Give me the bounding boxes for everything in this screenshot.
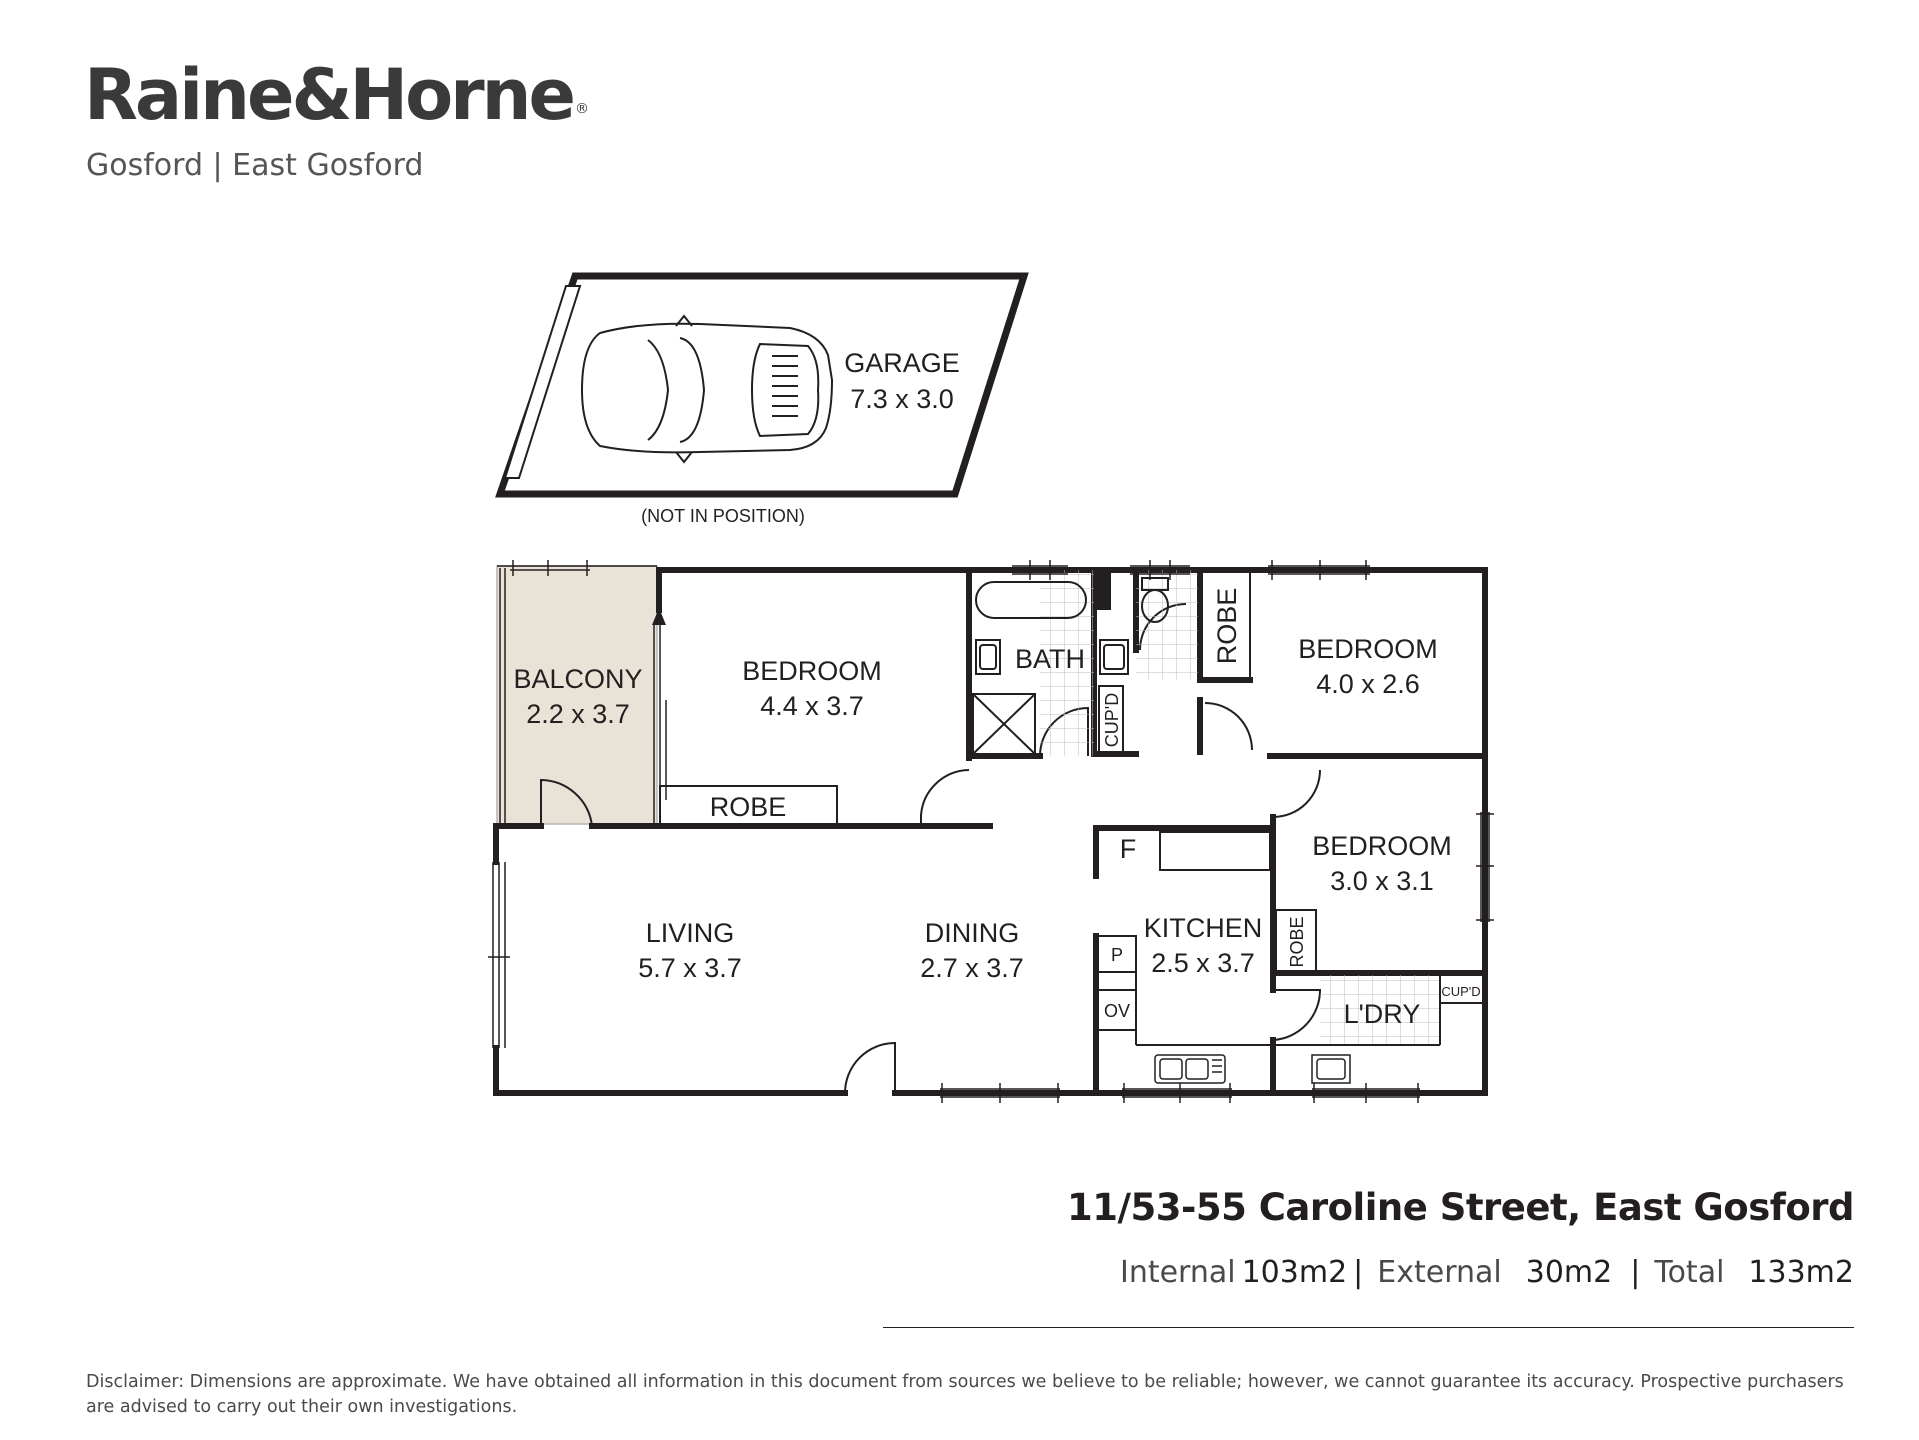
- robe-bed2: [1201, 571, 1251, 681]
- bedroom-3-window: [1476, 812, 1494, 922]
- cupd-hall: [1098, 685, 1124, 753]
- balcony-name: BALCONY: [513, 664, 642, 694]
- laundry-label: L'DRY: [1344, 999, 1421, 1029]
- kitchen-name: KITCHEN: [1144, 913, 1263, 943]
- pantry-label: P: [1111, 945, 1123, 965]
- kitchen-bench: [1159, 831, 1271, 871]
- garage: GARAGE 7.3 x 3.0 (NOT IN POSITION): [495, 272, 1029, 526]
- vanity-icon: [975, 639, 1001, 675]
- total-label: Total: [1654, 1255, 1725, 1290]
- bathtub-icon: [975, 581, 1087, 619]
- living-window: [488, 862, 510, 1048]
- bedroom-3-name: BEDROOM: [1312, 831, 1452, 861]
- arrow-icon: [652, 608, 666, 625]
- garage-door: [503, 285, 582, 479]
- bedroom-3-dims: 3.0 x 3.1: [1330, 866, 1434, 896]
- internal-label: Internal: [1119, 1255, 1236, 1290]
- laundry-tub-icon: [1311, 1054, 1351, 1084]
- kitchen-dims: 2.5 x 3.7: [1151, 948, 1255, 978]
- oven-label: OV: [1104, 1001, 1130, 1021]
- chimney-block: [1097, 570, 1111, 610]
- disclaimer: Disclaimer: Dimensions are approximate. …: [86, 1372, 1844, 1417]
- area-separator: |: [1630, 1255, 1641, 1290]
- toilet-icon: [1141, 577, 1169, 623]
- garage-note: (NOT IN POSITION): [641, 506, 805, 526]
- bottom-windows: [940, 1083, 1420, 1103]
- cupd-hall-label: CUP'D: [1102, 693, 1122, 747]
- bath-windows: [1012, 560, 1190, 580]
- balcony-area: [497, 566, 657, 824]
- fridge-label: F: [1120, 834, 1137, 864]
- brand-logo: Raine&Horne®: [84, 54, 589, 136]
- balcony-dims: 2.2 x 3.7: [526, 699, 630, 729]
- pantry: [1097, 935, 1137, 973]
- robe-main: [659, 785, 838, 827]
- bedroom-2-name: BEDROOM: [1298, 634, 1438, 664]
- laundry-cupd-label: CUP'D: [1441, 984, 1480, 999]
- bedroom-2-dims: 4.0 x 2.6: [1316, 669, 1420, 699]
- robe-bed3-label: ROBE: [1287, 916, 1307, 967]
- external-label: External: [1377, 1255, 1502, 1290]
- bedroom-main-dims: 4.4 x 3.7: [760, 691, 864, 721]
- robe-main-label: ROBE: [710, 792, 787, 822]
- living-dims: 5.7 x 3.7: [638, 953, 742, 983]
- garage-dims: 7.3 x 3.0: [850, 384, 954, 414]
- shower-icon: [972, 693, 1036, 755]
- brand-block: Raine&Horne® Gosford | East Gosford: [84, 60, 589, 183]
- internal-value: 103m2: [1241, 1255, 1348, 1290]
- total-value: 133m2: [1748, 1255, 1854, 1290]
- dining-dims: 2.7 x 3.7: [920, 953, 1024, 983]
- property-address: 11/53-55 Caroline Street, East Gosford: [1067, 1186, 1854, 1229]
- robe-bed3: [1275, 909, 1317, 973]
- doors: [540, 603, 1322, 1094]
- living-name: LIVING: [646, 918, 735, 948]
- divider-line: [883, 1327, 1854, 1328]
- balcony-windows: [497, 560, 667, 826]
- office-name: Gosford | East Gosford: [86, 148, 424, 183]
- robe-bed2-label: ROBE: [1212, 588, 1242, 665]
- sink-icon: [1154, 1054, 1226, 1084]
- bedroom-2-window: [1268, 560, 1370, 580]
- bedroom-main-name: BEDROOM: [742, 656, 882, 686]
- bath-label: BATH: [1015, 644, 1085, 674]
- basin-icon: [1099, 639, 1129, 675]
- car-icon: [580, 314, 834, 464]
- garage-name: GARAGE: [844, 348, 960, 378]
- area-separator: |: [1353, 1255, 1364, 1290]
- laundry-tiles: [1320, 975, 1440, 1045]
- external-value: 30m2: [1525, 1255, 1613, 1290]
- dining-name: DINING: [925, 918, 1020, 948]
